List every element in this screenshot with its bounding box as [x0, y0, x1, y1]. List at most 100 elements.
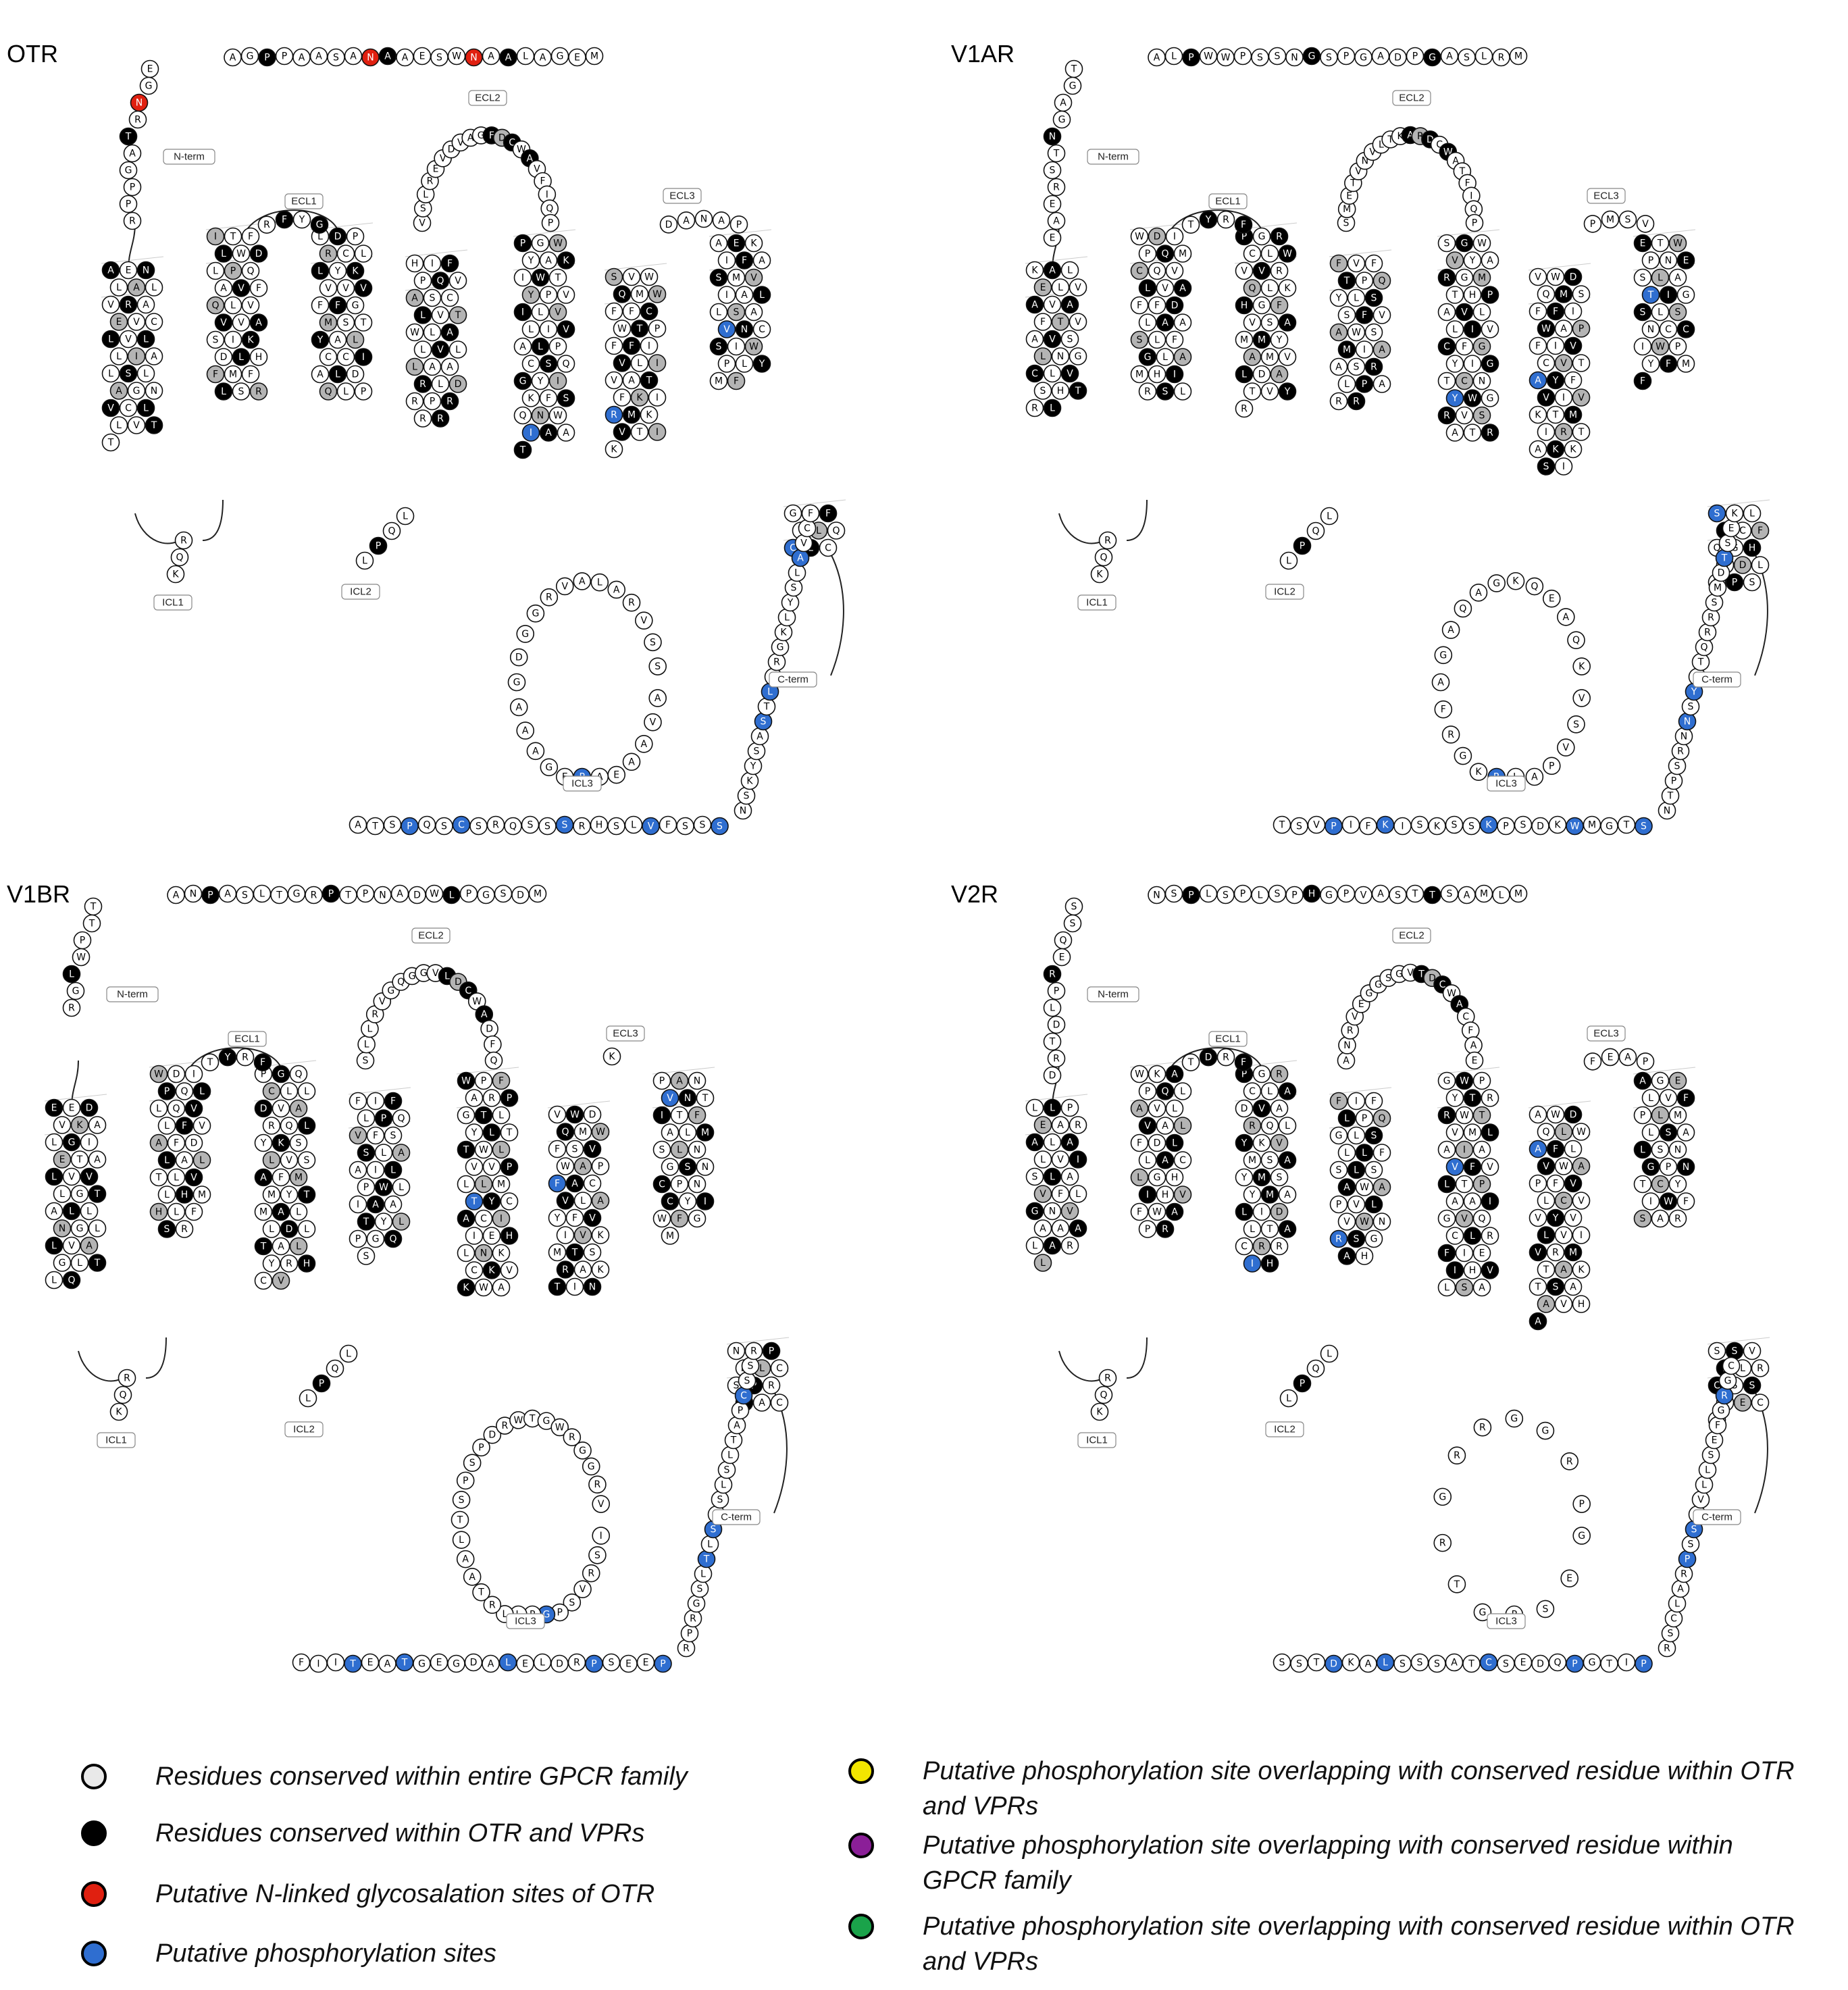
residue-letter: I [1554, 341, 1557, 352]
tm2-residue [1130, 365, 1149, 384]
residue-letter: V [555, 307, 561, 318]
residue-letter: Q [68, 1275, 75, 1286]
tm8-residue [1743, 538, 1762, 557]
tm7-residue [752, 320, 771, 338]
ecl3-residue [1583, 215, 1602, 233]
icl3-residue [648, 689, 667, 707]
tm4-residue [1337, 1109, 1356, 1127]
residue-letter: F [213, 369, 218, 380]
tm2-residue [1148, 1099, 1166, 1118]
residue-letter: N [741, 324, 748, 335]
tm4-residue [384, 1195, 403, 1214]
residue-letter: T [1535, 1282, 1541, 1293]
residue-letter: C [804, 524, 811, 534]
residue-letter: V [1057, 1154, 1064, 1165]
tm6-residue [591, 1260, 610, 1279]
residue-letter: I [530, 428, 532, 438]
residue-letter: L [1561, 1127, 1566, 1138]
tm2-residue [206, 227, 225, 246]
tm3-residue [297, 1117, 316, 1135]
residue-letter: L [390, 1165, 396, 1176]
residue-letter: D [1739, 560, 1747, 571]
tm3-residue [1243, 1117, 1262, 1135]
icl3-residue [1505, 1409, 1524, 1428]
tm6-residue [1564, 1105, 1583, 1124]
tm3-residue [289, 1168, 308, 1187]
residue-letter: T [349, 1659, 356, 1670]
residue-letter: V [580, 1230, 586, 1241]
tm8-residue [1743, 573, 1762, 592]
tm1-residue [1025, 295, 1044, 314]
tm6-residue [591, 1192, 610, 1210]
tm5-residue [465, 1227, 484, 1245]
residue-letter: L [1241, 1207, 1247, 1218]
tm5-residue [539, 320, 558, 338]
residue-letter: Y [334, 266, 341, 277]
tm4-residue [357, 1144, 376, 1162]
tm5-residue [531, 303, 550, 322]
tm3-residue [289, 1065, 308, 1083]
residue-letter: A [734, 1421, 740, 1431]
tm4-residue [392, 1178, 411, 1196]
residue-letter: L [1050, 1003, 1055, 1014]
tm1-residue [53, 1219, 72, 1238]
residue-letter: I [1667, 290, 1670, 301]
icl2-residue [339, 1344, 358, 1363]
tm8-residue [827, 521, 846, 540]
residue-letter: K [172, 569, 179, 580]
residue-letter: S [1162, 386, 1169, 397]
tm2-residue [1130, 296, 1149, 315]
residue-letter: Y [1674, 1179, 1681, 1190]
residue-letter: T [471, 1196, 478, 1207]
tm1-residue [1069, 1185, 1087, 1203]
residue-letter: N [1683, 1162, 1689, 1173]
tm1-residue [1025, 1098, 1044, 1117]
residue-letter: Q [1542, 1127, 1549, 1138]
residue-letter: T [1469, 428, 1476, 438]
residue-letter: L [1050, 369, 1055, 380]
tm7-residue [709, 372, 728, 390]
residue-letter: A [715, 238, 722, 249]
tm6-residue [548, 1277, 567, 1296]
tm4-residue [1337, 1247, 1356, 1265]
residue-letter: L [304, 1086, 309, 1097]
residue-letter: I [192, 1069, 195, 1080]
residue-letter: L [1050, 1103, 1055, 1114]
residue-letter: L [367, 1024, 373, 1035]
residue-letter: M [1468, 1127, 1477, 1138]
residue-letter: P [660, 1659, 665, 1670]
tm5-residue [457, 1244, 476, 1262]
residue-letter: I [1251, 1258, 1254, 1269]
residue-letter: C [446, 293, 453, 304]
tm5-residue [539, 389, 558, 407]
residue-letter: R [579, 821, 586, 832]
residue-letter: Q [832, 526, 840, 536]
residue-letter: A [107, 265, 114, 276]
residue-letter: C [1757, 1398, 1764, 1408]
tm2-residue [1156, 348, 1175, 366]
tm1-residue [1033, 313, 1052, 331]
tm6-residue [565, 1243, 584, 1262]
tm3-residue [319, 245, 338, 263]
icl3-residue [1557, 738, 1575, 757]
residue-letter: A [116, 386, 122, 397]
icl3-residue [1454, 599, 1472, 618]
tm6-residue [548, 1105, 567, 1124]
residue-letter: A [505, 53, 512, 63]
tm4-residue [366, 1092, 385, 1111]
residue-letter: L [143, 369, 149, 380]
icl3-residue [588, 1475, 607, 1494]
icl1-residue [1090, 565, 1109, 584]
tm2-residue [192, 1082, 211, 1100]
residue-letter: R [489, 1600, 496, 1610]
tm7-residue [1676, 1123, 1695, 1142]
tm4-residue [431, 375, 450, 393]
residue-letter: D [1171, 301, 1179, 311]
residue-letter: T [703, 1554, 710, 1565]
residue-letter: C [471, 1265, 478, 1276]
tm1-residue [145, 382, 163, 400]
tm4-residue [405, 392, 424, 411]
residue-letter: G [453, 1659, 460, 1670]
residue-letter: Q [247, 266, 254, 277]
residue-letter: C [1443, 342, 1450, 353]
